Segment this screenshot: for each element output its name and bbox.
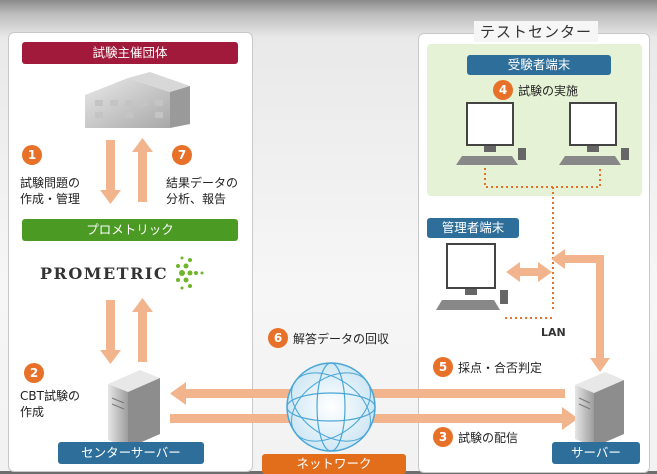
prometric-logo: PROMETRIC (40, 264, 169, 283)
server-label: サーバー (552, 442, 640, 464)
step2-badge: 2 (24, 363, 44, 383)
sponsor-label: 試験主催団体 (22, 42, 238, 64)
prometric-star-icon (176, 256, 204, 290)
step6-text: 解答データの回収 (293, 332, 390, 346)
step7-line2: 分析、報告 (166, 192, 227, 206)
admin-pc-icon (436, 243, 508, 310)
examinee-terminal-label: 受験者端末 (467, 55, 611, 75)
left-arrows-bottom (100, 298, 153, 364)
center-server-label: センターサーバー (58, 442, 204, 464)
prometric-bar: プロメトリック (22, 219, 238, 241)
step1-badge: 1 (22, 145, 42, 165)
building-icon (85, 72, 190, 128)
network-globe-icon (286, 362, 376, 452)
test-center-title: テストセンター (474, 21, 599, 42)
lan-lines (484, 168, 601, 319)
step5-text: 採点・合否判定 (458, 361, 543, 375)
step7-badge: 7 (172, 145, 192, 165)
examinee-pc-icon (456, 102, 526, 165)
step1-line1: 試験問題の (20, 176, 81, 190)
step3-badge: 3 (433, 427, 453, 447)
admin-arrow (506, 262, 552, 282)
network-label: ネットワーク (262, 454, 406, 474)
center-server-icon (108, 370, 160, 448)
admin-terminal-label: 管理者端末 (427, 218, 519, 238)
server-icon (575, 372, 624, 447)
step7-line1: 結果データの (166, 176, 239, 190)
step3-text: 試験の配信 (458, 431, 519, 445)
step1-line2: 作成・管理 (20, 192, 81, 206)
lan-label: LAN (541, 326, 566, 339)
server-feed-arrow (551, 249, 610, 372)
step2-line1: CBT試験の (20, 389, 80, 403)
step2-line2: 作成 (20, 405, 45, 419)
step6-badge: 6 (268, 328, 288, 348)
left-arrows-top (100, 138, 153, 204)
examinee-pc-icon (559, 102, 629, 165)
step5-badge: 5 (433, 357, 453, 377)
step4-badge: 4 (493, 80, 513, 100)
step4-text: 試験の実施 (518, 84, 579, 98)
